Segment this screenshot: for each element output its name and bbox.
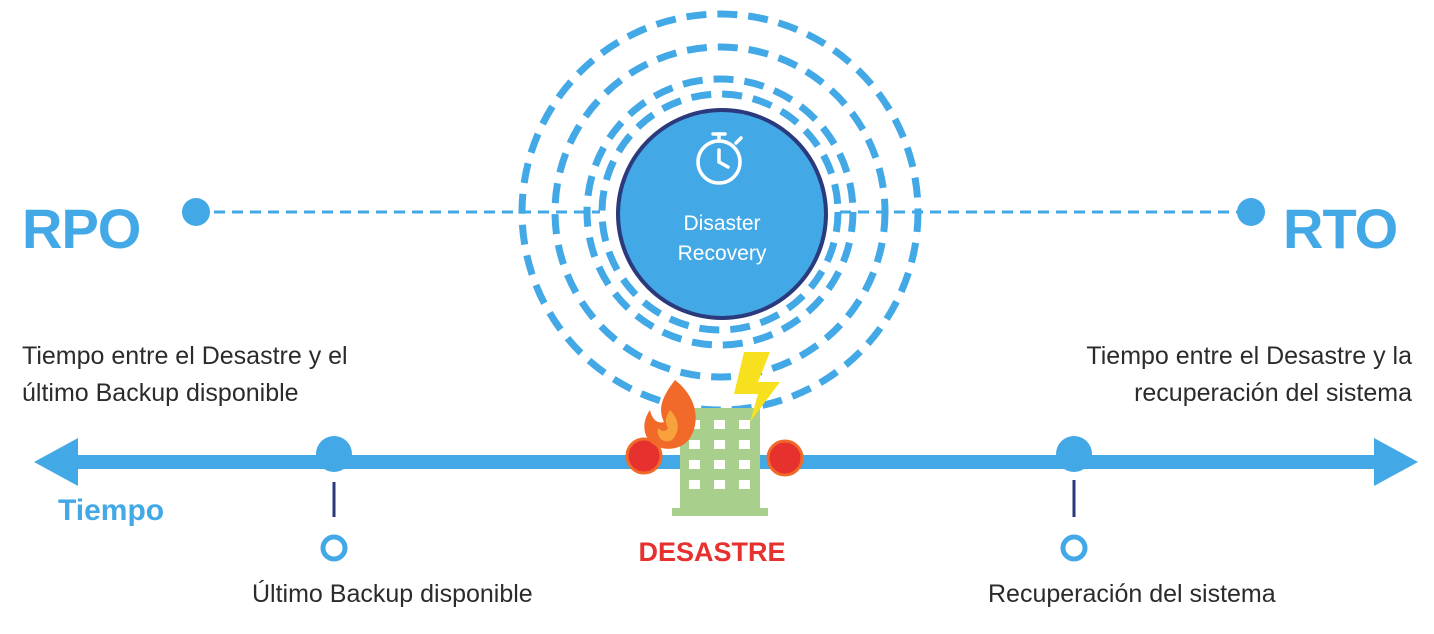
rpo-label: RPO — [22, 197, 141, 260]
lightning-icon — [734, 352, 780, 422]
last-backup-label: Último Backup disponible — [252, 580, 533, 608]
hub-label-line2: Recovery — [677, 242, 767, 265]
rpo-endpoint — [182, 198, 210, 226]
stopwatch-icon — [696, 132, 743, 185]
rto-description: Tiempo entre el Desastre y la recuperaci… — [1086, 342, 1412, 407]
disaster-marker-right — [766, 439, 804, 477]
hub-ring-innermost — [598, 90, 842, 334]
axis-left-arrowhead — [34, 438, 78, 486]
hub-ring-inner — [583, 75, 857, 349]
fire-icon — [644, 380, 696, 449]
disaster-recovery-hub — [616, 108, 828, 320]
system-recovery-marker — [1056, 436, 1092, 562]
axis-label: Tiempo — [58, 494, 165, 527]
last-backup-marker — [316, 436, 352, 562]
hub-label-line1: Disaster — [683, 212, 761, 235]
disaster-marker-left — [625, 437, 663, 475]
rto-label: RTO — [1283, 197, 1398, 260]
disaster-label: DESASTRE — [638, 537, 786, 567]
system-recovery-label: Recuperación del sistema — [988, 580, 1276, 608]
rpo-description: Tiempo entre el Desastre y el último Bac… — [22, 342, 348, 407]
axis-right-arrowhead — [1374, 438, 1418, 486]
rto-endpoint — [1237, 198, 1265, 226]
